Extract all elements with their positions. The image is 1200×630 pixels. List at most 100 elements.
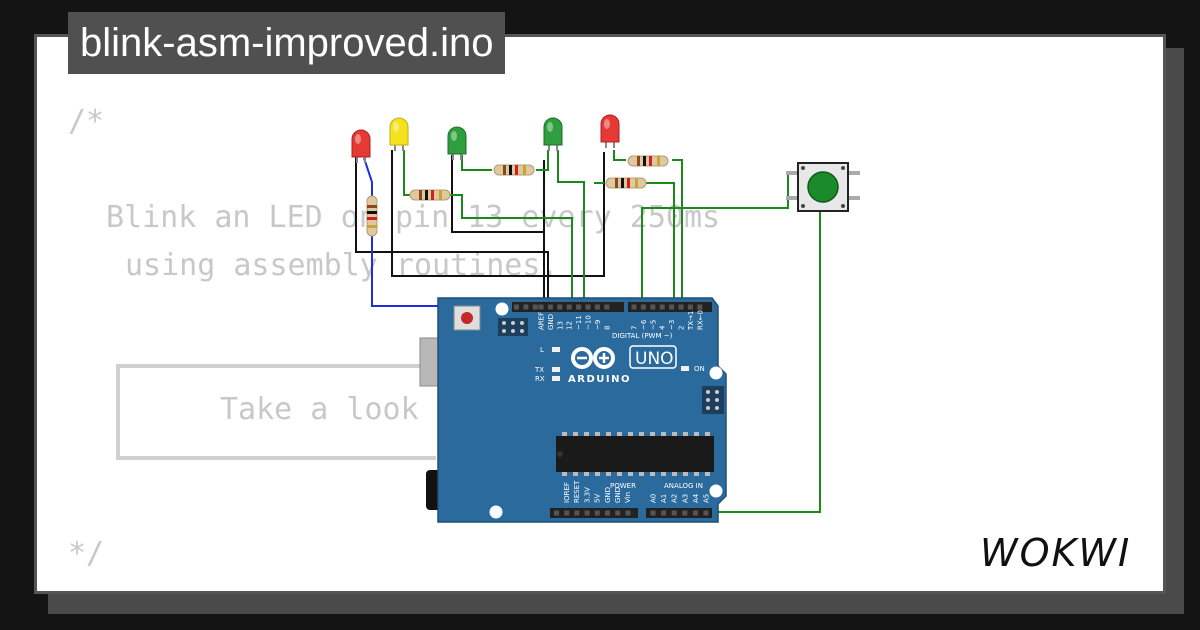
power-pin-hole [625,510,631,516]
analog-pin-label: A2 [671,494,679,503]
digital-pin-label: ~6 [640,319,648,330]
digital-pin-hole [585,304,591,310]
chip-pin [617,472,622,476]
resistor-1 [366,195,378,237]
digital-pin-label: 4 [659,325,667,330]
digital-header-label: DIGITAL (PWM ~) [612,332,673,340]
digital-pin-label: TX→1 [687,311,695,331]
led-green-1 [447,126,467,160]
analog-header-label: ANALOG IN [664,482,703,490]
led-green-2 [543,117,563,151]
power-header-label: POWER [610,482,636,490]
digital-pin-label: 8 [603,326,611,330]
power-pin-hole [605,510,610,516]
digital-pin-hole [547,304,553,310]
resistor-3 [493,164,535,176]
leds [351,114,620,163]
wokwi-logo-text: WOKWI [980,531,1131,575]
chip-pin [628,472,633,476]
chip-pin [584,432,589,436]
analog-pin-hole [703,510,709,516]
arduino-brand-text: ARDUINO [568,374,631,385]
power-pin-label: GND [614,487,622,503]
chip-pin [573,432,578,436]
chip-pin [650,432,655,436]
power-pin-label: Vin [624,492,632,503]
digital-pin-label: 13 [556,321,564,330]
digital-pin-hole [640,304,646,310]
analog-pin-hole [661,510,667,516]
chip-pin [639,472,644,476]
led-tx-label: TX [534,366,544,374]
power-pin-hole [594,510,600,516]
digital-pin-label: ~9 [594,320,602,330]
chip-pin [661,432,666,436]
chip-pin [639,432,644,436]
analog-pin-label: A4 [692,493,700,503]
power-pin-label: GND [604,487,612,503]
digital-pin-hole [576,304,582,310]
digital-pin-hole [659,304,665,310]
black-wires [355,150,605,306]
project-filename: blink-asm-improved.ino [68,12,506,74]
power-pin-label: RESET [573,480,581,503]
power-pin-label: 3.3V [583,487,591,503]
chip-pin [584,472,589,476]
analog-pin-hole [692,510,698,516]
chip-pin [595,472,600,476]
code-comment-open: /* [68,104,105,139]
led-on-label: ON [694,365,705,373]
digital-pin-label: ~11 [575,315,583,330]
uno-logo-text: UNO [635,349,674,369]
digital-pin-label: ~10 [585,315,593,330]
digital-pin-hole [523,304,529,310]
analog-pin-label: A3 [681,494,689,503]
chip-pin [617,432,622,436]
power-pin-label: IOREF [563,482,571,503]
led-rx-label: RX [535,375,545,383]
chip-pin [705,432,710,436]
chip-pin [705,472,710,476]
chip-pin [628,432,633,436]
chip-pin [606,472,611,476]
digital-pin-hole [514,304,519,310]
digital-pin-label: AREF [538,312,546,330]
chip-pin [650,472,655,476]
digital-pin-hole [678,304,684,310]
code-ascii-box [116,364,436,460]
led-l-label: L [540,346,544,354]
chip-pin [606,432,611,436]
reset-button [461,312,473,324]
digital-pin-label: RX←0 [696,310,704,330]
pushbutton-cap [807,171,839,203]
code-line-assembly: using assembly routines. [125,248,559,283]
analog-pin-hole [671,510,677,516]
digital-pin-hole [594,304,600,310]
analog-pin-label: A1 [660,494,668,503]
code-line-take-a-look: Take a look [220,392,419,427]
resistor-4 [605,177,647,189]
digital-pin-hole [650,304,656,310]
digital-pin-hole [557,304,563,310]
digital-pin-hole [532,304,538,310]
chip-pin [573,472,578,476]
digital-pin-label: 7 [631,326,639,330]
analog-pin-hole [682,510,688,516]
led-red-2 [600,114,620,148]
power-pin-hole [584,510,590,516]
chip-pin [672,432,677,436]
chip-pin [683,472,688,476]
resistor-5 [627,155,669,167]
chip-pin [672,472,677,476]
digital-pin-hole [669,304,675,310]
resistor-2 [409,189,451,201]
power-pin-hole [574,510,580,516]
chip-pin [694,432,699,436]
wokwi-logo: WOKWI [980,531,1131,575]
led-yellow [389,117,409,151]
digital-pin-label: 12 [566,321,574,330]
resistors [366,155,669,237]
digital-pin-hole [631,304,637,310]
